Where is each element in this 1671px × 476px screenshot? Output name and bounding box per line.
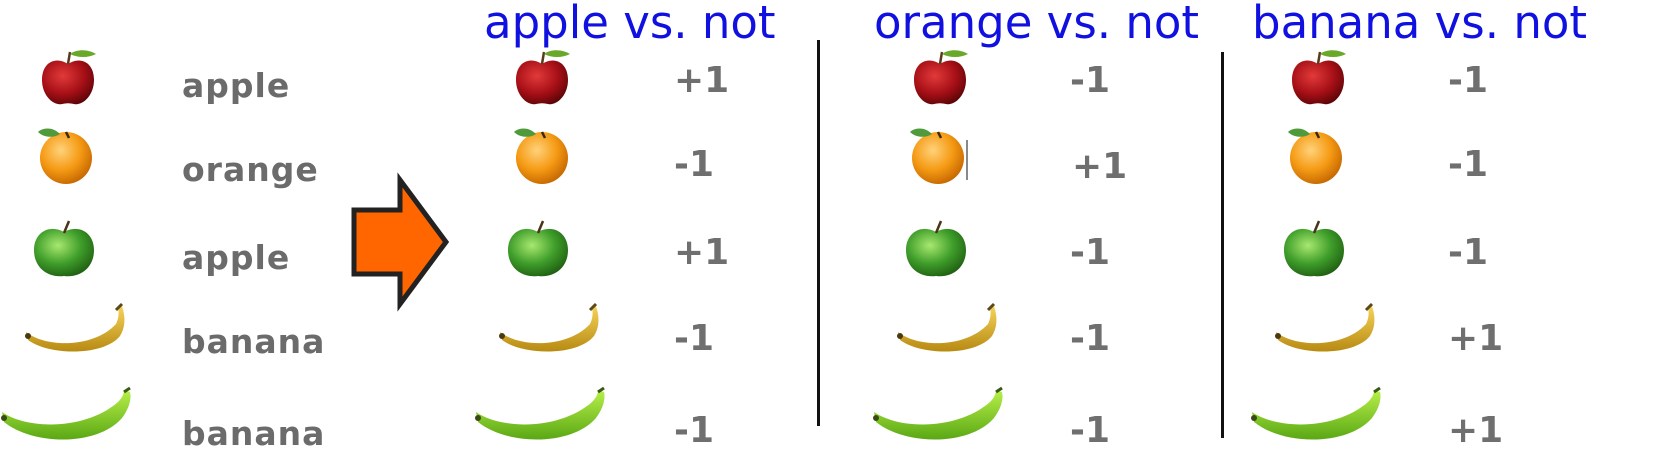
- label-value: +1: [674, 60, 730, 101]
- red-apple-icon: [514, 48, 572, 106]
- green-apple-icon: [1282, 219, 1346, 278]
- label-value: -1: [1448, 60, 1488, 101]
- label-value: +1: [1448, 318, 1504, 359]
- label-value: +1: [1072, 146, 1128, 187]
- orange-icon: [1286, 127, 1344, 186]
- label-value: -1: [1070, 318, 1110, 359]
- green-banana-icon: [871, 386, 1005, 442]
- fruit-label: apple: [182, 238, 291, 277]
- yellow-banana-icon: [1273, 302, 1376, 354]
- right-arrow-icon: [351, 172, 450, 312]
- orange-icon: [908, 127, 966, 186]
- red-apple-icon: [1290, 48, 1348, 106]
- label-value: -1: [1448, 232, 1488, 273]
- classifier-title-banana: banana vs. not: [1252, 0, 1588, 49]
- classifier-title-orange: orange vs. not: [874, 0, 1200, 49]
- orange-icon: [36, 127, 94, 186]
- label-value: -1: [674, 410, 714, 451]
- fruit-label: apple: [182, 66, 291, 105]
- green-apple-icon: [904, 219, 968, 278]
- column-divider: [817, 40, 820, 426]
- label-value: +1: [1448, 410, 1504, 451]
- red-apple-icon: [912, 48, 970, 106]
- green-banana-icon: [1249, 386, 1383, 442]
- green-banana-icon: [473, 386, 607, 442]
- label-value: -1: [674, 144, 714, 185]
- label-value: +1: [674, 232, 730, 273]
- label-value: -1: [1448, 144, 1488, 185]
- classifier-title-apple: apple vs. not: [484, 0, 776, 49]
- fruit-label: banana: [182, 322, 326, 361]
- green-apple-icon: [506, 219, 570, 278]
- fruit-label: banana: [182, 414, 326, 453]
- label-value: -1: [1070, 410, 1110, 451]
- column-divider: [1221, 52, 1224, 438]
- green-apple-icon: [32, 219, 96, 278]
- red-apple-icon: [40, 48, 98, 106]
- label-value: -1: [1070, 232, 1110, 273]
- label-value: -1: [674, 318, 714, 359]
- orange-icon: [512, 127, 570, 186]
- yellow-banana-icon: [23, 302, 126, 354]
- yellow-banana-icon: [895, 302, 998, 354]
- image-edge-mark: [966, 140, 968, 180]
- green-banana-icon: [0, 386, 133, 442]
- label-value: -1: [1070, 60, 1110, 101]
- fruit-label: orange: [182, 150, 319, 189]
- yellow-banana-icon: [497, 302, 600, 354]
